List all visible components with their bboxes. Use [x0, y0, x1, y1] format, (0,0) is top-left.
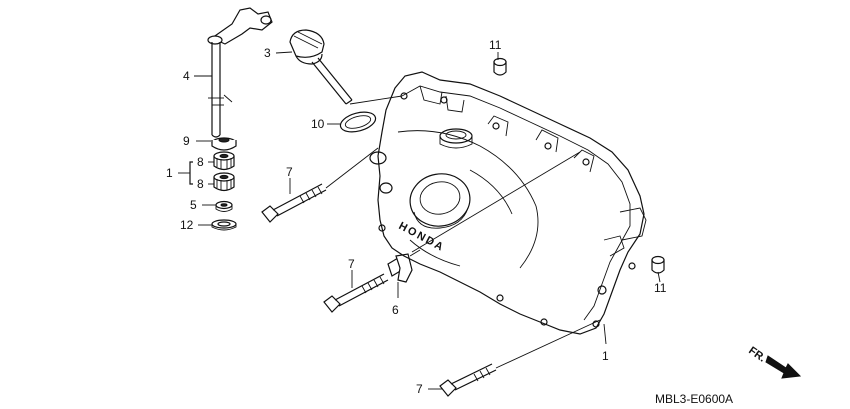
part-11-dowel-upper — [493, 52, 507, 76]
direction-label: FR. — [746, 345, 767, 365]
part-10-o-ring — [327, 111, 377, 133]
callout-8-upper: 8 — [197, 155, 204, 169]
diagram-code: MBL3-E0600A — [655, 392, 733, 406]
part-9-seal — [196, 137, 237, 151]
part-6-clip — [387, 249, 421, 298]
callout-8-lower: 8 — [197, 177, 204, 191]
callout-6: 6 — [392, 303, 399, 317]
front-direction-indicator: FR. — [746, 345, 802, 379]
part-8-bearing-upper — [208, 151, 235, 171]
callout-7-middle: 7 — [348, 257, 355, 271]
part-11-dowel-lower — [651, 255, 665, 283]
part-12-washer — [198, 219, 237, 231]
callout-10: 10 — [311, 117, 325, 131]
callout-12: 12 — [180, 218, 194, 232]
group-1-bracket — [178, 161, 193, 185]
part-7-bolt-middle — [323, 270, 389, 313]
callout-11-lower: 11 — [654, 281, 667, 295]
callout-4: 4 — [183, 69, 190, 83]
callout-1-right: 1 — [602, 349, 609, 363]
part-8-bearing-lower — [208, 172, 235, 192]
direction-arrow-icon — [765, 355, 802, 379]
part-4-shaft — [194, 7, 273, 138]
callout-1-left: 1 — [166, 166, 173, 180]
callout-7-lower: 7 — [416, 382, 423, 396]
callout-5: 5 — [190, 198, 197, 212]
part-5-washer — [202, 200, 233, 212]
callout-3: 3 — [264, 46, 271, 60]
part-7-bolt-upper — [261, 147, 379, 223]
part-3-dipstick — [275, 29, 353, 105]
part-7-bolt-lower — [428, 319, 601, 397]
callout-9: 9 — [183, 134, 190, 148]
callout-7-upper: 7 — [286, 165, 293, 179]
callout-11-upper: 11 — [489, 38, 502, 52]
part-1-crankcase-cover: HONDA — [349, 71, 647, 345]
